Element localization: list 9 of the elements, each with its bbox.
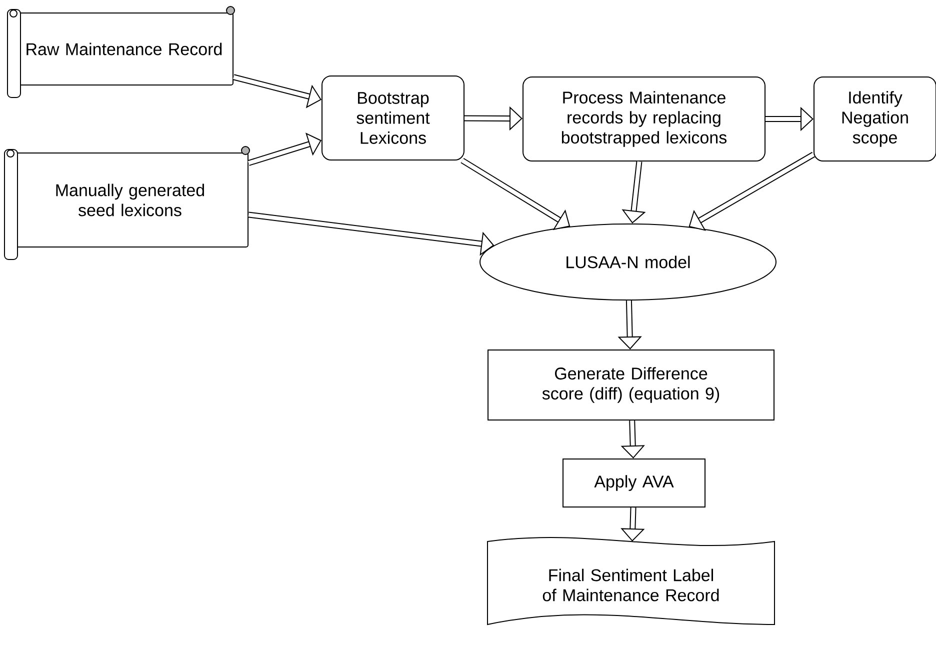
process-box: Apply AVA (562, 458, 706, 508)
process-box: Generate Difference score (diff) (equation 9) (488, 350, 774, 420)
process-box: Process Maintenance records by replacing bootstrapped lexicons (522, 76, 766, 162)
block-arrow (248, 132, 322, 166)
process-box: Bootstrap sentiment Lexicons (322, 76, 464, 160)
block-arrow (688, 152, 816, 231)
scroll-box: Raw Maintenance Record (7, 6, 235, 98)
process-box: Identify Negation scope (814, 76, 936, 162)
scroll-box: Manually generated seed lexicons (4, 146, 250, 260)
